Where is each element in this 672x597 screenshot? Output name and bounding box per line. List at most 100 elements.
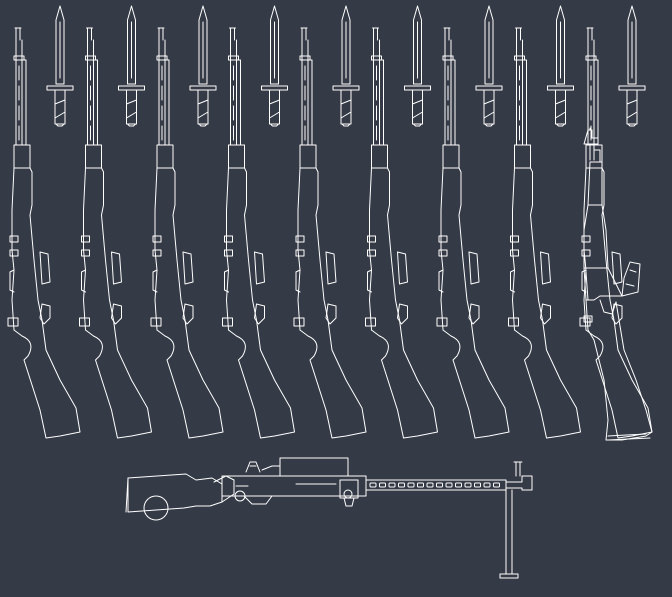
rifle-lower-band — [79, 317, 90, 327]
rifle-buttstock — [299, 329, 367, 439]
rifle-sling-swivel-1 — [224, 235, 233, 243]
bayonet-grip — [483, 89, 495, 125]
rifle-trigger-guard — [111, 303, 122, 325]
rifle-forestock — [226, 167, 229, 331]
rifle-sling-swivel-1 — [81, 235, 90, 243]
mg-buttstock-tail — [125, 477, 129, 513]
mg-vent-hole — [455, 482, 462, 488]
bayonet-blade — [627, 5, 637, 85]
rifle-magazine-well — [101, 167, 104, 216]
magrifle-magazine — [621, 261, 641, 297]
machine-gun-group — [125, 457, 533, 579]
mg-vent-hole — [436, 482, 443, 488]
rifle-stock-front — [315, 214, 331, 336]
bayonet-blade — [55, 5, 65, 85]
bayonet-blade — [198, 5, 208, 85]
bayonet-grip-detail-2 — [197, 111, 209, 119]
magrifle-side-rail — [585, 271, 589, 301]
mg-vent-hole — [474, 482, 481, 488]
rifle-buttstock — [442, 329, 510, 439]
rifle-trigger-guard — [325, 303, 337, 325]
rifle-row — [7, 27, 653, 439]
bayonet-grip — [269, 89, 280, 125]
rifle-bolt-handle — [254, 251, 265, 285]
mg-vent-hole — [464, 482, 472, 488]
rifle-barrel-tip — [300, 27, 308, 41]
rifle-buttstock — [85, 329, 152, 439]
magazine-rifle — [583, 127, 653, 441]
bayonet-crossguard — [547, 85, 574, 91]
rifle-stock-front — [601, 214, 617, 336]
mg-gas-block — [339, 479, 359, 499]
bayonet-grip-detail-2 — [626, 111, 638, 119]
bayonet-pommel — [127, 123, 136, 127]
rifle-stock-front — [172, 214, 188, 336]
rifle-sling-swivel-1 — [367, 235, 376, 243]
bayonet — [475, 5, 503, 127]
bayonet-grip-detail-2 — [412, 111, 423, 119]
rifle-magazine-well — [458, 167, 462, 216]
mg-vent-hole — [398, 482, 405, 488]
rifle-sling-swivel-2 — [581, 249, 591, 257]
bayonet-pommel — [341, 123, 351, 127]
rifle-sling-swivel-1 — [438, 235, 448, 243]
rifle-barrel — [301, 39, 309, 146]
rifle-forestock — [440, 167, 444, 331]
bayonet-crossguard — [189, 85, 217, 91]
magrifle-receiver — [583, 267, 623, 301]
bayonet-blade — [127, 5, 136, 85]
rifle-stock-front — [29, 214, 45, 336]
bayonet-grip — [340, 89, 352, 125]
rifle-trigger-group — [438, 269, 444, 293]
magrifle-magazine-ribs — [625, 269, 637, 287]
rifle-buttstock — [228, 329, 295, 439]
rifle-trigger-guard — [468, 303, 480, 325]
mg-vent-hole — [388, 482, 396, 488]
rifle-lower-band — [508, 317, 519, 327]
bayonet-grip — [54, 89, 66, 125]
rifle-lower-band — [293, 317, 305, 327]
rifle-sling-swivel-2 — [295, 249, 305, 257]
rifle-magazine-well — [244, 167, 247, 216]
rifle-barrel — [230, 39, 237, 146]
bolt-action-rifle — [7, 27, 81, 439]
rifle-trigger-group — [81, 269, 86, 293]
rifle-stock-front — [244, 214, 259, 336]
bayonet-grip-detail-1 — [412, 99, 423, 105]
bayonet-grip — [412, 89, 423, 125]
rifle-magazine-well — [530, 167, 533, 216]
mg-rear-sight — [245, 461, 261, 473]
rifle-lower-band — [436, 317, 448, 327]
rifle-magazine-well — [172, 167, 176, 216]
rifle-trigger-group — [367, 269, 372, 293]
rifle-barrel — [373, 39, 380, 146]
rifle-lower-band — [579, 317, 591, 327]
bayonet-pommel — [484, 123, 494, 127]
rifle-sling-swivel-2 — [367, 249, 376, 257]
bayonet-crossguard — [118, 85, 145, 91]
rifle-sling-swivel-1 — [152, 235, 162, 243]
mg-vent-hole — [426, 482, 434, 488]
magrifle-rear-sling — [583, 315, 593, 323]
mg-bipod-pivot — [343, 489, 353, 499]
rifle-sling-swivel-1 — [295, 235, 305, 243]
mg-vent-hole — [483, 482, 491, 488]
bayonet-pommel — [198, 123, 208, 127]
mg-muzzle — [505, 475, 533, 491]
bayonet-row — [46, 5, 646, 127]
rifle-bolt-handle — [468, 251, 480, 285]
bayonet-grip — [626, 89, 638, 125]
bayonet — [618, 5, 646, 127]
mg-bipod-leg — [499, 489, 519, 579]
mg-front-sight — [513, 461, 523, 477]
bayonet-grip-detail-2 — [54, 111, 66, 119]
bayonet-pommel — [270, 123, 279, 127]
bayonet-crossguard — [618, 85, 646, 91]
mg-top-hinge — [261, 465, 281, 471]
rifle-barrel — [444, 39, 452, 146]
bayonet-grip-detail-1 — [197, 99, 209, 105]
rifle-barrel-tip — [86, 27, 93, 41]
rifle-barrel-tip — [372, 27, 379, 41]
bolt-action-rifle — [365, 27, 438, 439]
